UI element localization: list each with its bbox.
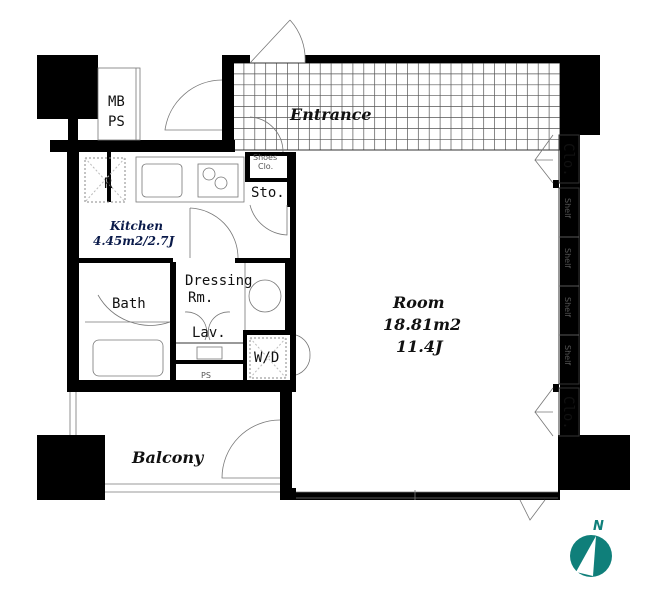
compass-north-label: N [593,519,604,534]
lavatory-label: Lav. [192,325,226,341]
shelf-label: Shelf [563,345,572,365]
storage-label: Sto. [251,185,285,201]
bath-label: Bath [112,296,146,312]
balcony-label: Balcony [131,448,205,467]
kitchen-area: 4.45m2/2.7J [93,234,176,248]
entrance-label: Entrance [289,105,372,124]
kitchen-label: Kitchen [109,219,163,233]
closet-bottom-label: Clo. [560,396,576,430]
dressing-label-2: Rm. [188,290,213,306]
refrigerator-label: R [104,176,113,192]
shoes-closet-label-1: Shoes [253,153,277,162]
closet-top-label: Clo. [560,143,576,177]
walls [37,55,630,500]
entrance-tiles [232,62,561,150]
mb-label: MB [108,94,125,110]
ps-label: PS [108,114,125,130]
shelf-label: Shelf [563,297,572,317]
north-compass-icon: N [570,519,612,577]
shelf-label: Shelf [563,248,572,268]
room-jo: 11.4J [396,337,444,356]
shelf-label: Shelf [563,198,572,218]
shoes-closet-label-2: Clo. [258,162,273,171]
pipe-space-label: PS [201,371,211,380]
dressing-label-1: Dressing [185,273,252,289]
room-label: Room [392,293,445,312]
room-area: 18.81m2 [383,315,461,334]
washer-label: W/D [254,350,279,366]
